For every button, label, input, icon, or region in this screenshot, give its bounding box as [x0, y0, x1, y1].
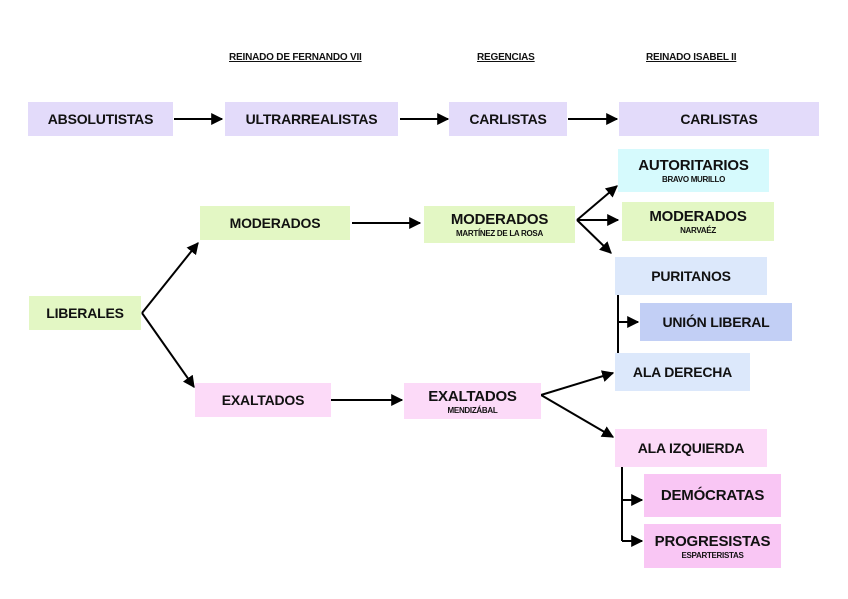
- node-label: ALA DERECHA: [632, 364, 733, 380]
- node-label: MODERADOS: [450, 211, 549, 228]
- node-sublabel: ESPARTERISTAS: [681, 550, 744, 560]
- node-exaltados-regencias: EXALTADOS MENDIZÁBAL: [404, 383, 541, 419]
- node-moderados-isabel: MODERADOS NARVAÉZ: [622, 202, 774, 241]
- arrow-liberales-exaltados: [141, 312, 195, 388]
- node-label: LIBERALES: [46, 305, 124, 321]
- node-label: AUTORITARIOS: [638, 157, 749, 174]
- node-label: EXALTADOS: [428, 387, 517, 405]
- node-label: DEMÓCRATAS: [660, 487, 765, 504]
- node-carlistas-isabel: CARLISTAS: [619, 102, 819, 136]
- node-exaltados-fernando: EXALTADOS: [195, 383, 331, 417]
- node-sublabel: BRAVO MURILLO: [661, 175, 726, 184]
- node-sublabel: MENDIZÁBAL: [447, 405, 498, 415]
- node-puritanos: PURITANOS: [615, 257, 767, 295]
- arrow-liberales-moderados: [141, 242, 199, 314]
- node-sublabel: NARVAÉZ: [680, 226, 716, 235]
- node-liberales: LIBERALES: [29, 296, 141, 330]
- header-reinado-isabel-ii: REINADO ISABEL II: [646, 52, 737, 63]
- node-label: ABSOLUTISTAS: [47, 111, 154, 127]
- node-union-liberal: UNIÓN LIBERAL: [640, 303, 792, 341]
- node-label: CARLISTAS: [469, 111, 547, 127]
- node-label: MODERADOS: [649, 208, 747, 225]
- arrow-moderados-autoritarios: [576, 185, 618, 221]
- node-progresistas: PROGRESISTAS ESPARTERISTAS: [644, 524, 781, 568]
- node-label: ULTRARREALISTAS: [245, 111, 378, 127]
- node-moderados-regencias: MODERADOS MARTÍNEZ DE LA ROSA: [424, 206, 575, 243]
- node-label: EXALTADOS: [221, 392, 305, 408]
- header-regencias: REGENCIAS: [477, 52, 535, 63]
- node-label: CARLISTAS: [680, 111, 758, 127]
- arrow-exaltados-ala-izquierda: [540, 394, 615, 438]
- node-moderados-fernando: MODERADOS: [200, 206, 350, 240]
- node-label: ALA IZQUIERDA: [637, 440, 745, 456]
- node-label: MODERADOS: [229, 215, 321, 231]
- node-absolutistas: ABSOLUTISTAS: [28, 102, 173, 136]
- node-sublabel: MARTÍNEZ DE LA ROSA: [456, 229, 543, 238]
- header-reinado-fernando-vii: REINADO DE FERNANDO VII: [229, 52, 362, 63]
- node-ala-derecha: ALA DERECHA: [615, 353, 750, 391]
- node-label: PROGRESISTAS: [654, 532, 771, 550]
- node-ultrarrealistas: ULTRARREALISTAS: [225, 102, 398, 136]
- node-label: PURITANOS: [651, 268, 731, 284]
- node-label: UNIÓN LIBERAL: [662, 314, 770, 330]
- node-carlistas-regencias: CARLISTAS: [449, 102, 567, 136]
- node-ala-izquierda: ALA IZQUIERDA: [615, 429, 767, 467]
- node-autoritarios: AUTORITARIOS BRAVO MURILLO: [618, 149, 769, 192]
- arrow-moderados-puritanos: [576, 219, 612, 254]
- arrow-exaltados-ala-derecha: [540, 370, 615, 396]
- node-democratas: DEMÓCRATAS: [644, 474, 781, 517]
